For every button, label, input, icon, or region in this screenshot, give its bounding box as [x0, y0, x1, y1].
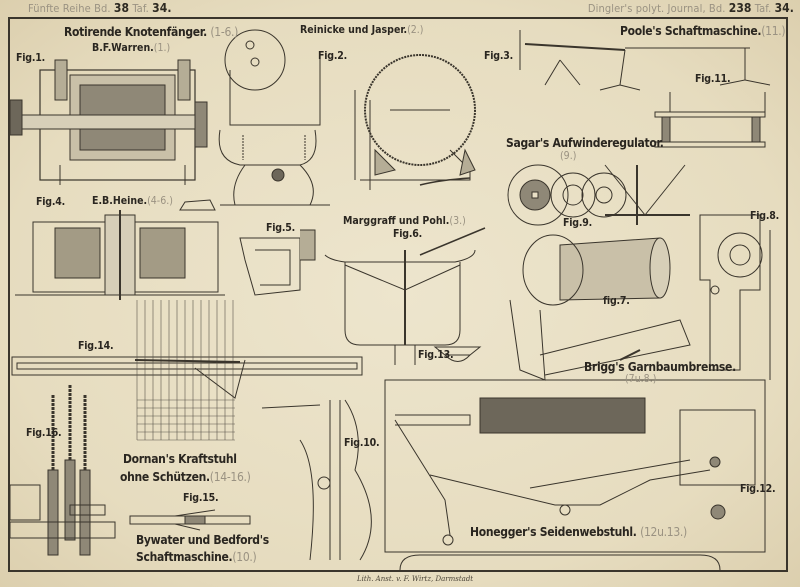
plate-number: 34.	[774, 1, 794, 15]
fig11-drawing	[519, 30, 771, 216]
fig1-drawing	[9, 59, 208, 185]
title-sagar: Sagar's Aufwinderegulator.	[506, 136, 664, 150]
fig12-label: Fig.12.	[740, 483, 776, 495]
fig14-label: Fig.14.	[78, 340, 114, 352]
volume-number: 238	[728, 1, 752, 15]
fig7-label: fig.7.	[603, 295, 630, 307]
fig2-drawing	[218, 29, 330, 206]
ref-brigg: (7u.8.)	[625, 373, 657, 385]
fig13-drawing	[433, 346, 482, 362]
fig13-label: Fig.13.	[418, 349, 454, 361]
title-bywater-line1: Bywater und Bedford's	[136, 533, 269, 547]
plate-prefix: Taf.	[132, 2, 149, 15]
title-poole: Poole's Schaftmaschine.(11.)	[620, 24, 786, 38]
fig12-drawing	[384, 379, 766, 571]
fig7-drawing	[509, 234, 691, 381]
title-warren: B.F.Warren.(1.)	[92, 42, 171, 54]
fig15-label: Fig.15.	[183, 492, 219, 504]
fig9-label: Fig.9.	[563, 217, 593, 229]
title-brigg: Brigg's Garnbaumbremse.	[584, 360, 736, 374]
fig15-drawing	[129, 509, 251, 531]
title-dornan-line1: Dornan's Kraftstuhl	[123, 452, 237, 466]
header-right: Dingler's polyt. Journal, Bd. 238 Taf. 3…	[588, 1, 794, 15]
fig8-label: Fig.8.	[750, 210, 780, 222]
volume-number: 38	[113, 1, 130, 15]
title-dornan-line2: ohne Schützen.(14-16.)	[120, 470, 251, 484]
plate-frame	[8, 17, 788, 572]
journal-label: Dingler's polyt. Journal, Bd.	[587, 2, 726, 15]
fig6-label: Fig.6.	[393, 228, 423, 240]
ref-sagar: (9.)	[560, 150, 577, 162]
lithographer-imprint: Lith. Anst. v. F. Wirtz, Darmstadt	[357, 575, 474, 583]
fig2-label: Fig.2.	[318, 50, 348, 62]
fig4-drawing	[15, 199, 225, 300]
fig6-drawing	[324, 227, 486, 365]
fig16-label: Fig.16.	[26, 427, 62, 439]
fig10-drawing	[261, 399, 372, 561]
fig16-drawing	[9, 385, 116, 556]
title-reinicke: Reinicke und Jasper.(2.)	[300, 24, 424, 36]
title-marggraff: Marggraff und Pohl.(3.)	[343, 215, 466, 227]
fig8-drawing	[699, 214, 771, 380]
header-left: Fünfte Reihe Bd. 38 Taf. 34.	[28, 1, 172, 15]
fig5-label: Fig.5.	[266, 222, 296, 234]
fig4-label: Fig.4.	[36, 196, 66, 208]
plate-prefix: Taf.	[754, 2, 772, 15]
fig11-label: Fig.11.	[695, 73, 731, 85]
fig10-label: Fig.10.	[344, 437, 380, 449]
plate-number: 34.	[152, 1, 172, 15]
title-heine: E.B.Heine.(4-6.)	[92, 195, 173, 207]
fig3-drawing	[354, 54, 476, 190]
fig14-drawing	[11, 300, 363, 441]
title-honegger: Honegger's Seidenwebstuhl. (12u.13.)	[470, 525, 687, 539]
title-bywater-line2: Schaftmaschine.(10.)	[136, 550, 257, 564]
fig3-label: Fig.3.	[484, 50, 514, 62]
title-knotenfaenger: Rotirende Knotenfänger. (1-6.)	[64, 25, 239, 39]
series-label: Fünfte Reihe Bd.	[28, 2, 111, 15]
fig5-drawing	[239, 229, 316, 296]
fig9-drawing	[507, 164, 638, 226]
fig1-label: Fig.1.	[16, 52, 46, 64]
